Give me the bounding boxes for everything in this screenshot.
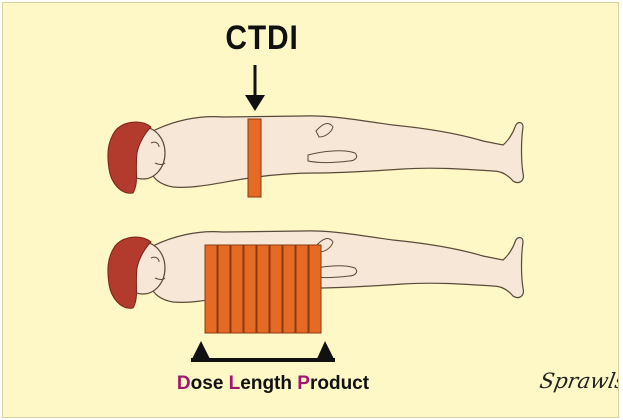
caption-part: L <box>229 373 241 394</box>
patient-figure-top <box>108 116 524 193</box>
caption-part: D <box>177 373 191 394</box>
signature: Sprawls <box>538 369 619 393</box>
caption-part: ose <box>191 373 229 394</box>
down-arrow-icon <box>245 65 265 111</box>
caption-part: ength <box>240 373 297 394</box>
diagram-drawing <box>3 3 619 418</box>
caption-part: roduct <box>310 373 369 394</box>
caption-part: P <box>297 373 310 394</box>
scan-slab <box>248 119 261 197</box>
scan-slab-stack <box>205 245 321 333</box>
scan-range-bracket <box>191 341 335 362</box>
dose-length-product-caption: Dose Length Product <box>143 373 403 395</box>
